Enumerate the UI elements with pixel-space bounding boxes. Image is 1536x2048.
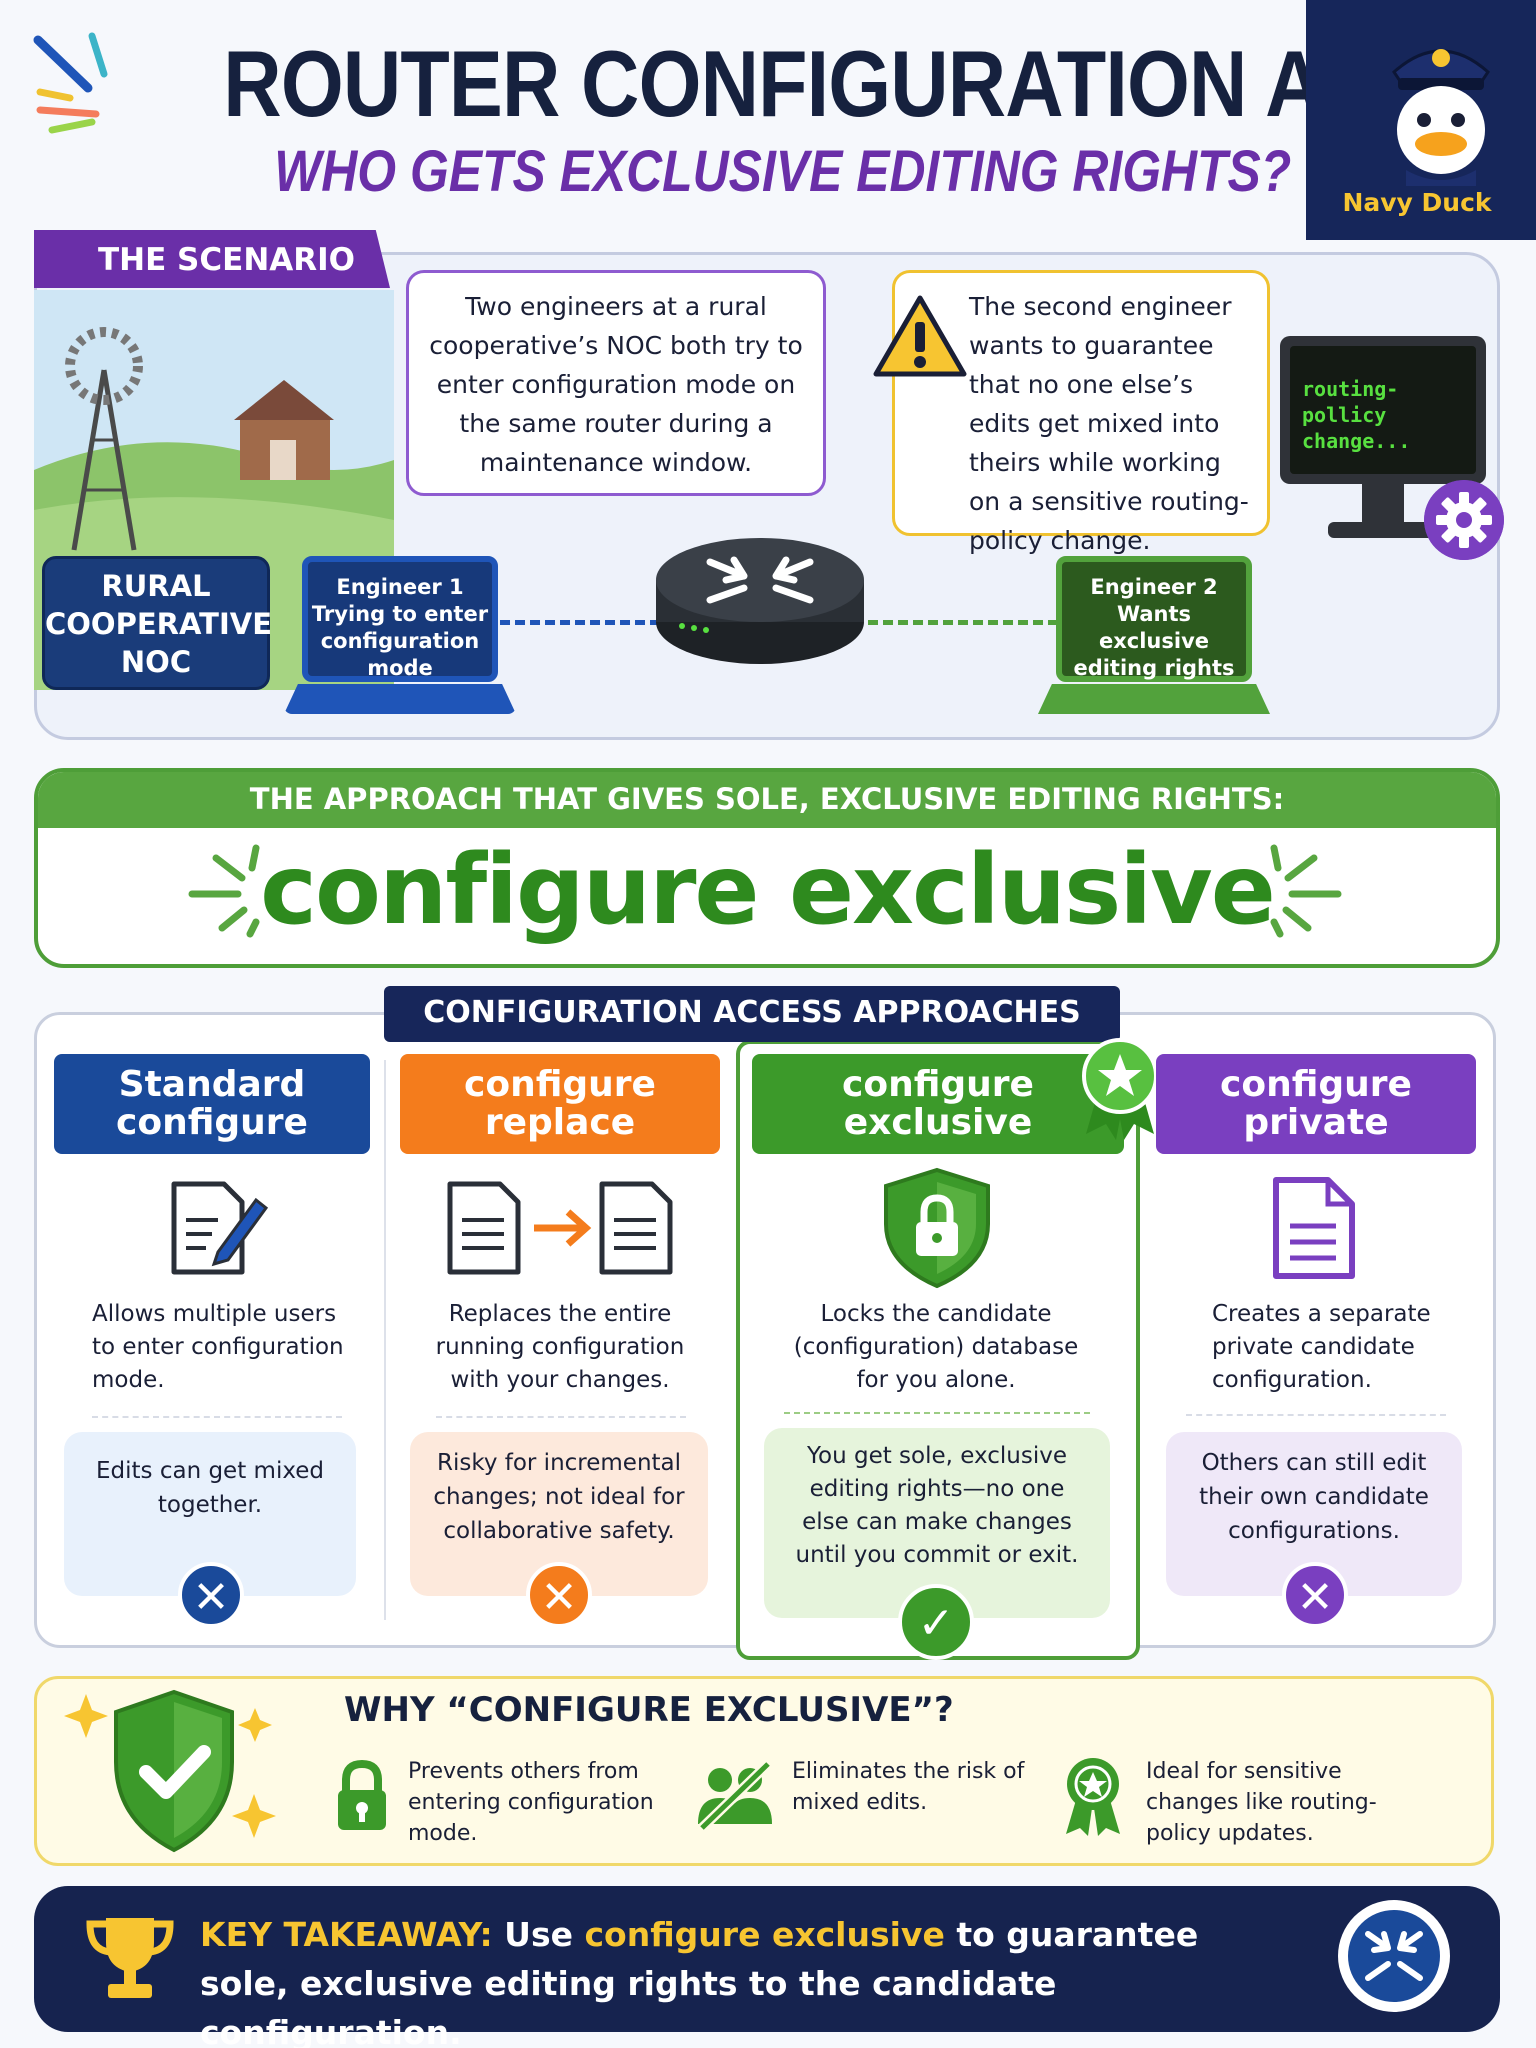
column-header-configure-replace: configure replace <box>400 1054 720 1154</box>
column-divider <box>436 1416 686 1418</box>
approach-banner: THE APPROACH THAT GIVES SOLE, EXCLUSIVE … <box>34 768 1500 968</box>
column-divider <box>784 1412 1090 1414</box>
no-mixed-edits-icon <box>698 1760 772 1832</box>
column-header-standard-configure: Standard configure <box>54 1054 370 1154</box>
column-divider <box>92 1416 342 1418</box>
approach-command: configure exclusive <box>260 834 1276 946</box>
noc-label: RURAL COOPERATIVE NOC <box>42 556 272 690</box>
document-edit-icon <box>171 1181 268 1275</box>
why-point: Prevents others from entering configurat… <box>408 1759 654 1846</box>
column-description: Creates a separate private candidate con… <box>1212 1301 1431 1393</box>
takeaway-pre: Use <box>492 1915 585 1954</box>
document-replace-icon <box>447 1181 673 1275</box>
success-mark-icon: ✓ <box>898 1584 974 1660</box>
column-separator <box>384 1060 386 1620</box>
award-ribbon-icon <box>1082 1038 1158 1140</box>
key-takeaway-text: KEY TAKEAWAY: Use configure exclusive to… <box>200 1910 1260 2048</box>
scenario-callout: Two engineers at a rural cooperative’s N… <box>406 270 826 496</box>
monitor-screen-text: routing-pollicy change... <box>1290 346 1476 474</box>
monitor: routing-pollicy change... <box>1280 336 1486 484</box>
gear-icon <box>1424 480 1504 560</box>
takeaway-command: configure exclusive <box>584 1915 945 1954</box>
key-takeaway-panel <box>34 1886 1500 2032</box>
engineer-1-laptop: Engineer 1 Trying to enter configuration… <box>302 556 498 682</box>
approaches-heading: CONFIGURATION ACCESS APPROACHES <box>384 986 1120 1042</box>
fail-mark-icon: ✕ <box>178 1562 244 1628</box>
column-header-configure-private: configure private <box>1156 1054 1476 1154</box>
engineer-2-laptop: Engineer 2 Wants exclusive editing right… <box>1056 556 1252 682</box>
padlock-icon <box>338 1759 386 1830</box>
column-header-configure-exclusive: configure exclusive <box>752 1054 1124 1154</box>
column-description: Allows multiple users to enter configura… <box>92 1301 344 1393</box>
laptop-base <box>1038 684 1270 714</box>
takeaway-label: KEY TAKEAWAY: <box>200 1915 493 1954</box>
monitor-stand <box>1362 484 1404 526</box>
page-subtitle: WHO GETS EXCLUSIVE EDITING RIGHTS? <box>274 139 1292 204</box>
accent-strokes-icon <box>33 32 108 134</box>
laptop-base <box>284 684 516 714</box>
network-link <box>868 620 1058 625</box>
network-link <box>500 620 660 625</box>
router-icon <box>656 538 864 664</box>
duck-mascot-icon <box>1392 49 1490 186</box>
why-title: WHY “CONFIGURE EXCLUSIVE”? <box>344 1690 954 1730</box>
column-description: Replaces the entire running configuratio… <box>435 1301 685 1393</box>
router-logo-icon <box>1338 1900 1450 2012</box>
document-private-icon <box>1273 1177 1355 1279</box>
fail-mark-icon: ✕ <box>526 1562 592 1628</box>
takeaway-post: to guarantee sole, exclusive editing rig… <box>200 1915 1199 2048</box>
scenario-tag: THE SCENARIO <box>34 230 390 288</box>
column-description: Locks the candidate (configuration) data… <box>793 1301 1079 1393</box>
award-badge-icon <box>1066 1758 1120 1836</box>
approach-heading: THE APPROACH THAT GIVES SOLE, EXCLUSIVE … <box>38 772 1496 828</box>
column-divider <box>1186 1414 1446 1416</box>
page-title: ROUTER CONFIGURATION ACCESS <box>223 31 1536 136</box>
engineer-goal-callout: The second engineer wants to guarantee t… <box>892 270 1270 555</box>
monitor-foot <box>1328 522 1438 538</box>
sparkle-burst-icon <box>188 844 260 938</box>
sparkle-burst-icon <box>1270 844 1342 938</box>
shield-check-icon <box>64 1689 276 1853</box>
brand-badge-label: Navy Duck <box>1342 188 1492 217</box>
why-point: Ideal for sensitive changes like routing… <box>1146 1759 1377 1846</box>
column-verdict: Risky for incremental changes; not ideal… <box>410 1432 708 1596</box>
fail-mark-icon: ✕ <box>1282 1562 1348 1628</box>
shield-lock-icon <box>884 1167 990 1289</box>
why-point: Eliminates the risk of mixed edits. <box>792 1759 1025 1815</box>
trophy-icon <box>86 1918 174 1998</box>
warning-icon <box>873 295 967 377</box>
